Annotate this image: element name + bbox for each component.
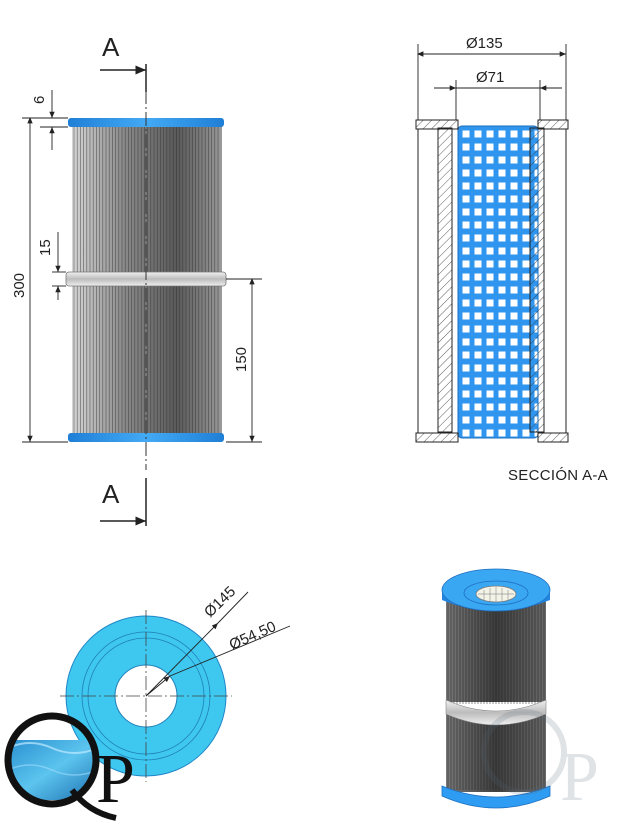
iso-band: [445, 699, 547, 726]
section-flange-bottom-left: [415, 432, 459, 443]
leader-inner-ext: [169, 625, 291, 677]
logo-q-ring: [4, 712, 100, 808]
section-view: Ø135 Ø71 SECCIÓN A-A: [415, 35, 608, 484]
section-flange-top-left: [415, 119, 459, 130]
front-view: A A 6 300 15: [11, 32, 262, 526]
dim-height: [22, 117, 68, 443]
iso-cap-ring: [463, 580, 529, 606]
section-mark-bottom: A: [102, 479, 120, 509]
dim-half-height: [226, 278, 262, 443]
dim-band: [52, 232, 66, 300]
iso-bottom-cap: [441, 785, 551, 809]
dim-band-label: 15: [37, 239, 54, 256]
dim-section-outer: [417, 44, 567, 120]
qp-watermark: P: [481, 709, 599, 816]
leader-outer-ext: [217, 591, 249, 624]
front-lower-pleats: [72, 286, 222, 434]
dim-top-inner-label: Ø54,50: [227, 618, 279, 654]
dim-top-outer-label: Ø145: [201, 583, 239, 621]
logo-q-tail: [69, 788, 117, 821]
logo-p: P: [96, 741, 135, 818]
section-wall-left: [437, 127, 453, 433]
svg-text:P: P: [560, 739, 599, 816]
section-label: SECCIÓN A-A: [508, 467, 608, 484]
section-flange-top-right: [537, 119, 569, 130]
iso-core-grid: [478, 587, 514, 602]
iso-pleat-lines: [447, 602, 545, 790]
dim-height-label: 300: [11, 273, 28, 298]
isometric-view: [441, 568, 551, 809]
leader-inner: [145, 675, 171, 697]
leader-outer: [145, 622, 219, 697]
section-wall-right: [529, 127, 545, 433]
front-upper-pleats: [72, 126, 222, 272]
dim-section-inner: [434, 80, 562, 120]
dim-rim-label: 6: [31, 96, 48, 104]
dim-section-inner-label: Ø71: [476, 69, 504, 86]
dim-half-height-label: 150: [233, 347, 250, 372]
dim-rim: [40, 90, 68, 150]
perforated-core: [457, 125, 539, 439]
dim-section-outer-label: Ø135: [466, 35, 503, 52]
section-flange-bottom-right: [537, 432, 569, 443]
section-mark-top: A: [102, 32, 120, 62]
qp-logo: P: [4, 712, 135, 821]
pleat-lines: [73, 127, 219, 433]
